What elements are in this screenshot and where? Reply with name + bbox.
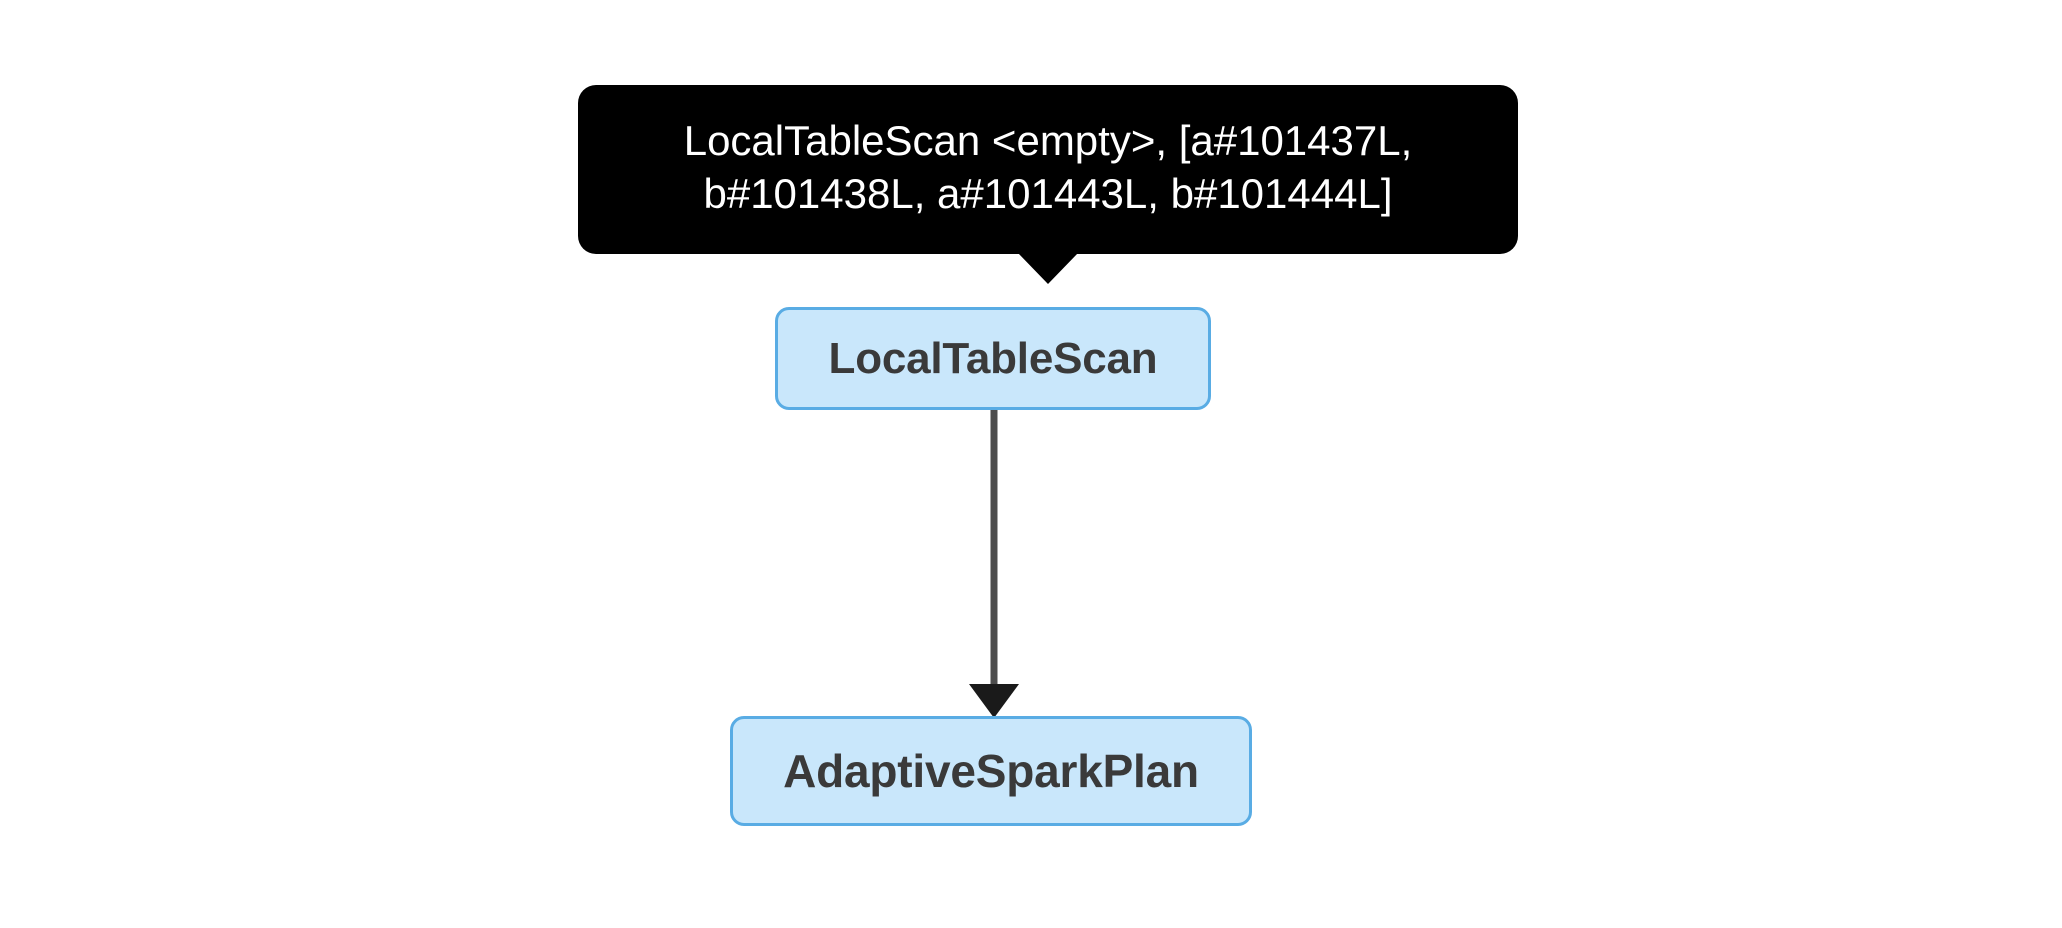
plan-node-adaptivesparkplan[interactable]: AdaptiveSparkPlan bbox=[730, 716, 1252, 826]
plan-node-localtablescan[interactable]: LocalTableScan bbox=[775, 307, 1211, 410]
plan-details-tooltip: LocalTableScan <empty>, [a#101437L, b#10… bbox=[578, 85, 1518, 284]
plan-node-label: LocalTableScan bbox=[828, 333, 1158, 383]
tooltip-line-2: b#101438L, a#101443L, b#101444L] bbox=[703, 169, 1393, 217]
tooltip-pointer-icon bbox=[1018, 253, 1078, 284]
edge-arrowhead-icon bbox=[969, 684, 1019, 718]
tooltip-line-1: LocalTableScan <empty>, [a#101437L, bbox=[683, 117, 1413, 164]
plan-node-label: AdaptiveSparkPlan bbox=[783, 745, 1199, 797]
edge-localtablescan-to-adaptivesparkplan bbox=[969, 410, 1019, 718]
